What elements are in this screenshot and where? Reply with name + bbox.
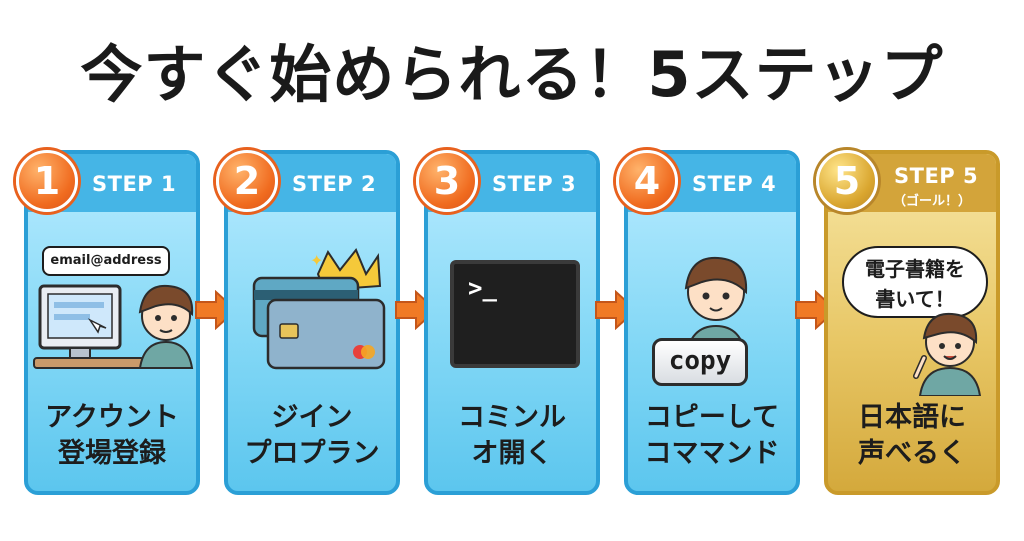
bubble-line-1: 電子書籍を [865,257,965,281]
step-card-5: 電子書籍を 書いて！ [824,150,1000,495]
step-title-line-2: コママンド [644,438,780,469]
step-title-line-2: 声べるく [858,438,966,469]
goal-label: （ゴール！） [893,194,972,209]
page-title: 今すぐ始められる！5ステップ [80,38,944,111]
step-label: STEP 4 [692,172,777,196]
email-speech-bubble: email@address [42,246,170,276]
step-title-line-1: コピーして [644,402,780,433]
bubble-line-2: 書いて！ [875,287,955,311]
step-title-line-1: コミンル [458,402,566,433]
step-label: STEP 1 [92,172,177,196]
step-title-line-2: オ開く [471,438,553,469]
credit-card-illustration: ✦ [252,248,386,370]
svg-text:✦: ✦ [310,251,323,270]
computer-illustration [33,284,194,369]
step-label: STEP 2 [292,172,377,196]
speech-bubble: 電子書籍を 書いて！ [842,246,988,318]
copy-key-icon: copy [652,338,748,386]
character-illustration [913,312,982,396]
step-title-line-1: 日本語に [858,402,966,433]
step-label: STEP 3 [492,172,577,196]
step-title-line-2: 登場登録 [58,438,166,469]
step-title-line-2: プロプラン [244,438,380,469]
step-number-badge: 4 [616,150,678,212]
step-number-badge: 1 [16,150,78,212]
step-title-line-1: アクウント [45,402,179,433]
step-number-badge: 2 [216,150,278,212]
step-number-badge: 3 [416,150,478,212]
step-label: STEP 5 [894,164,979,188]
terminal-window: >_ [450,260,580,368]
step-title-line-1: ジイン [271,402,353,433]
step-number-badge: 5 [816,150,878,212]
